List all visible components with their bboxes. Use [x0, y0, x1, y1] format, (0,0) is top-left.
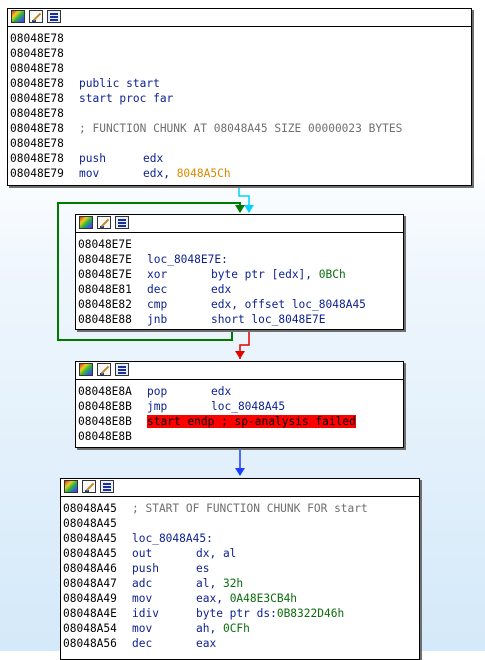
graph-node-loc_8048A45[interactable]: 08048A45; START OF FUNCTION CHUNK FOR st… — [60, 478, 420, 660]
edge-loop-back — [57, 202, 241, 341]
graph-colors-icon[interactable] — [79, 363, 93, 376]
edge-arrowhead — [235, 205, 245, 213]
assembly-view-icon[interactable] — [47, 10, 61, 23]
node-header — [76, 362, 403, 380]
asm-line[interactable]: 08048E78 — [10, 47, 64, 60]
sp-analysis-failed-highlight: start endp ; sp-analysis failed — [147, 415, 356, 428]
node-header — [76, 215, 403, 233]
edit-node-icon[interactable] — [97, 363, 111, 376]
edge-arrowhead — [235, 351, 245, 359]
graph-colors-icon[interactable] — [79, 216, 93, 229]
asm-line[interactable]: 08048E78 — [10, 107, 64, 120]
edge-arrowhead — [244, 205, 254, 213]
asm-line[interactable]: 08048E78 — [10, 137, 64, 150]
edge-arrowhead — [235, 468, 245, 476]
edit-node-icon[interactable] — [97, 216, 111, 229]
edit-node-icon[interactable] — [82, 480, 96, 493]
graph-colors-icon[interactable] — [11, 10, 25, 23]
asm-line[interactable]: 08048E78 — [10, 32, 64, 45]
asm-line[interactable]: 08048E7E — [78, 238, 132, 251]
asm-line[interactable]: 08048E78 — [10, 62, 64, 75]
graph-colors-icon[interactable] — [64, 480, 78, 493]
asm-comment-line[interactable]: 08048A45; START OF FUNCTION CHUNK FOR st… — [63, 502, 368, 515]
node-header — [61, 479, 419, 497]
asm-line[interactable]: 08048A45 — [63, 517, 117, 530]
edit-node-icon[interactable] — [29, 10, 43, 23]
assembly-view-icon[interactable] — [100, 480, 114, 493]
edge-block1-to-block2 — [238, 186, 250, 212]
asm-line[interactable]: 08048E8B — [78, 430, 132, 443]
asm-comment-line[interactable]: 08048E78; FUNCTION CHUNK AT 08048A45 SIZ… — [10, 122, 403, 135]
assembly-view-icon[interactable] — [115, 363, 129, 376]
assembly-view-icon[interactable] — [115, 216, 129, 229]
node-header — [8, 9, 471, 27]
